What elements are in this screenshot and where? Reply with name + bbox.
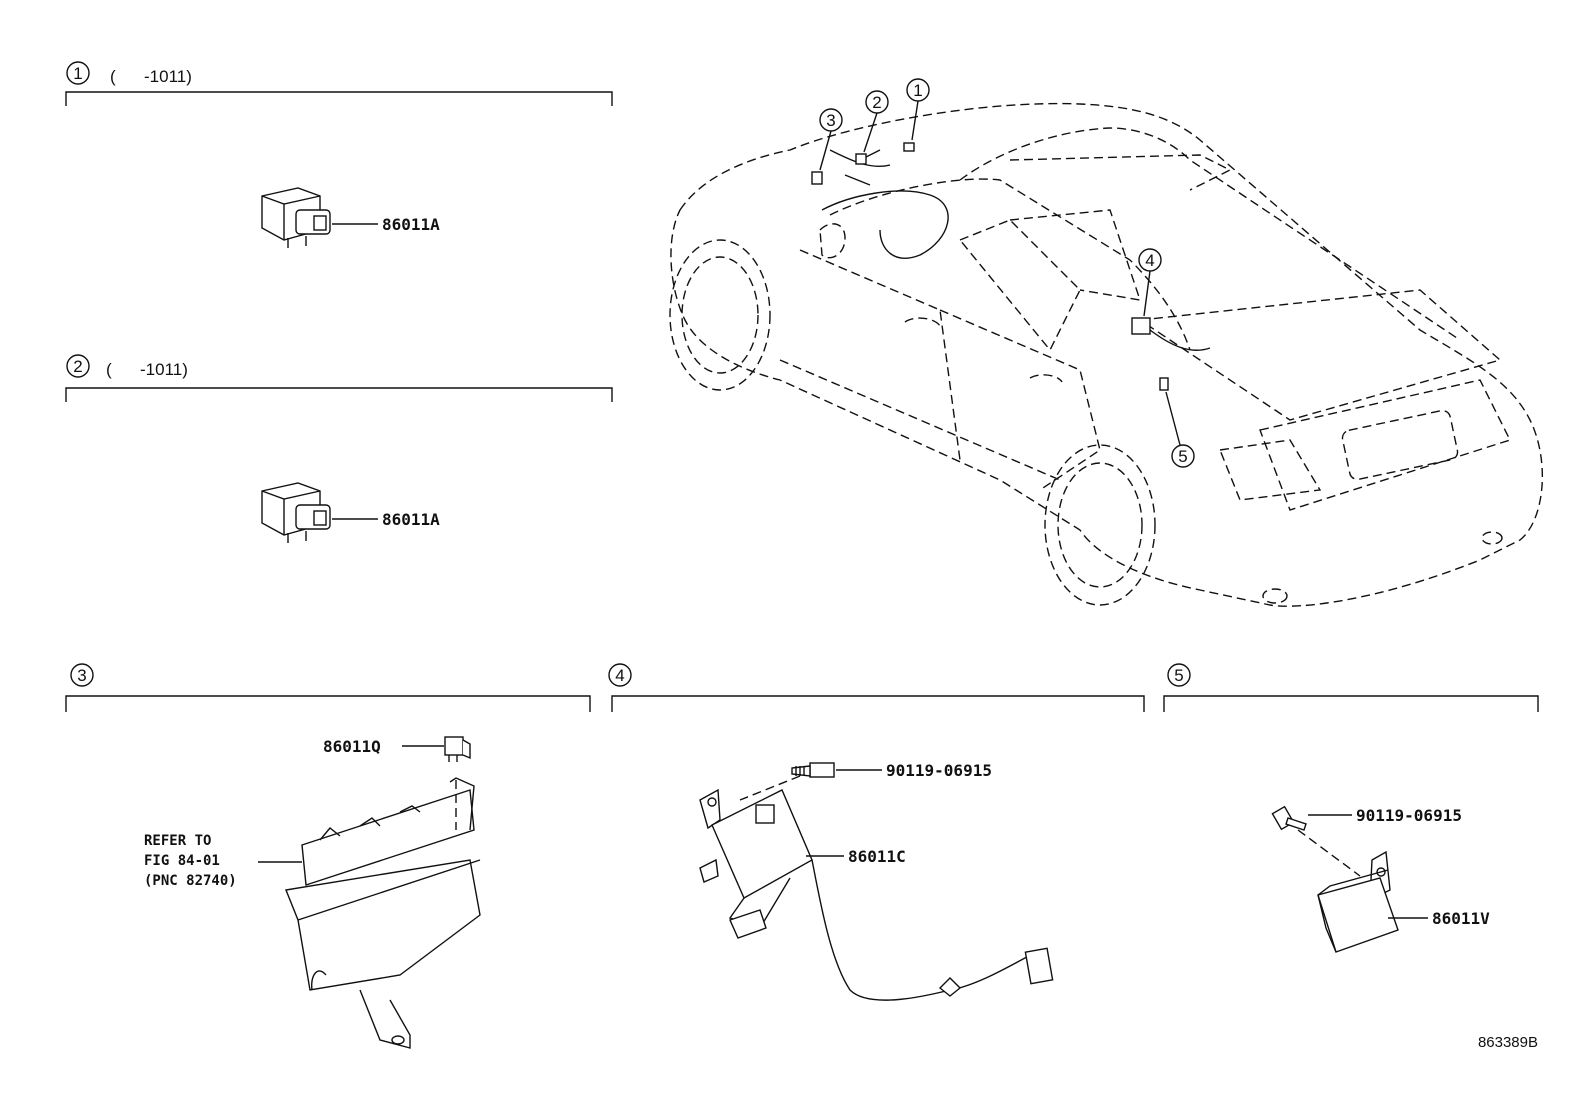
part-label-86011a[interactable]: 86011A xyxy=(382,510,440,529)
svg-text:4: 4 xyxy=(1145,251,1154,270)
part-label-86011q[interactable]: 86011Q xyxy=(323,737,381,756)
part-label-bolt-90119-06915[interactable]: 90119-06915 xyxy=(886,761,992,780)
section-3-bracket xyxy=(65,695,591,712)
refer-to-line-2: FIG 84-01 xyxy=(144,853,220,869)
section-2-marker xyxy=(66,354,90,378)
antenna-86011c-icon[interactable] xyxy=(699,788,1054,1001)
part-label-86011a[interactable]: 86011A xyxy=(382,215,440,234)
relay-86011q-icon[interactable] xyxy=(444,736,471,762)
section-5-marker xyxy=(1167,663,1191,687)
section-2-bracket xyxy=(65,387,613,402)
part-label-86011v[interactable]: 86011V xyxy=(1432,909,1490,928)
section-4-bracket xyxy=(611,695,1145,712)
part-label-bolt-90119-06915[interactable]: 90119-06915 xyxy=(1356,806,1462,825)
section-2-number: 2 xyxy=(73,357,82,376)
vehicle-illustration xyxy=(669,102,1544,607)
section-1-range: ( -1011) xyxy=(110,67,192,86)
section-2: 2 ( -1011) 86011A xyxy=(65,354,613,543)
callout-2[interactable]: 2 xyxy=(863,90,889,153)
callout-5[interactable]: 5 xyxy=(1165,391,1195,468)
refer-to-line-1: REFER TO xyxy=(144,833,211,849)
svg-text:1: 1 xyxy=(913,81,922,100)
illustration-id: 863389B xyxy=(1478,1034,1538,1051)
svg-text:2: 2 xyxy=(872,93,881,112)
connector-86011a-icon[interactable] xyxy=(261,187,331,248)
section-1-number: 1 xyxy=(73,64,82,83)
module-86011v-icon[interactable] xyxy=(1317,850,1399,953)
junction-block-icon xyxy=(285,777,481,1049)
section-3-marker xyxy=(70,663,94,687)
section-5: 5 90119-06915 86011V xyxy=(1163,663,1539,953)
section-3: 3 86011Q REFER TO FIG 84-01 (PNC 82740) xyxy=(65,663,591,1049)
section-5-bracket xyxy=(1163,695,1539,712)
car-callouts: 1 2 3 4 5 xyxy=(819,78,1195,468)
section-1: 1 ( -1011) 86011A xyxy=(65,61,613,248)
section-5-number: 5 xyxy=(1174,666,1183,685)
section-2-range: ( -1011) xyxy=(106,360,188,379)
bolt-icon[interactable] xyxy=(791,762,835,778)
refer-to-line-3: (PNC 82740) xyxy=(144,873,237,889)
callout-3[interactable]: 3 xyxy=(819,108,843,171)
section-4-marker xyxy=(608,663,632,687)
callout-4[interactable]: 4 xyxy=(1138,248,1162,317)
callout-1[interactable]: 1 xyxy=(906,78,930,141)
section-1-bracket xyxy=(65,91,613,106)
svg-text:3: 3 xyxy=(826,111,835,130)
part-label-86011c[interactable]: 86011C xyxy=(848,847,906,866)
connector-86011a-icon[interactable] xyxy=(261,482,331,543)
bolt-icon[interactable] xyxy=(1271,805,1307,831)
svg-text:5: 5 xyxy=(1178,447,1187,466)
section-4-number: 4 xyxy=(615,666,624,685)
section-4: 4 90119-06915 86011C xyxy=(608,663,1145,1001)
section-3-number: 3 xyxy=(77,666,86,685)
section-1-marker xyxy=(66,61,90,85)
